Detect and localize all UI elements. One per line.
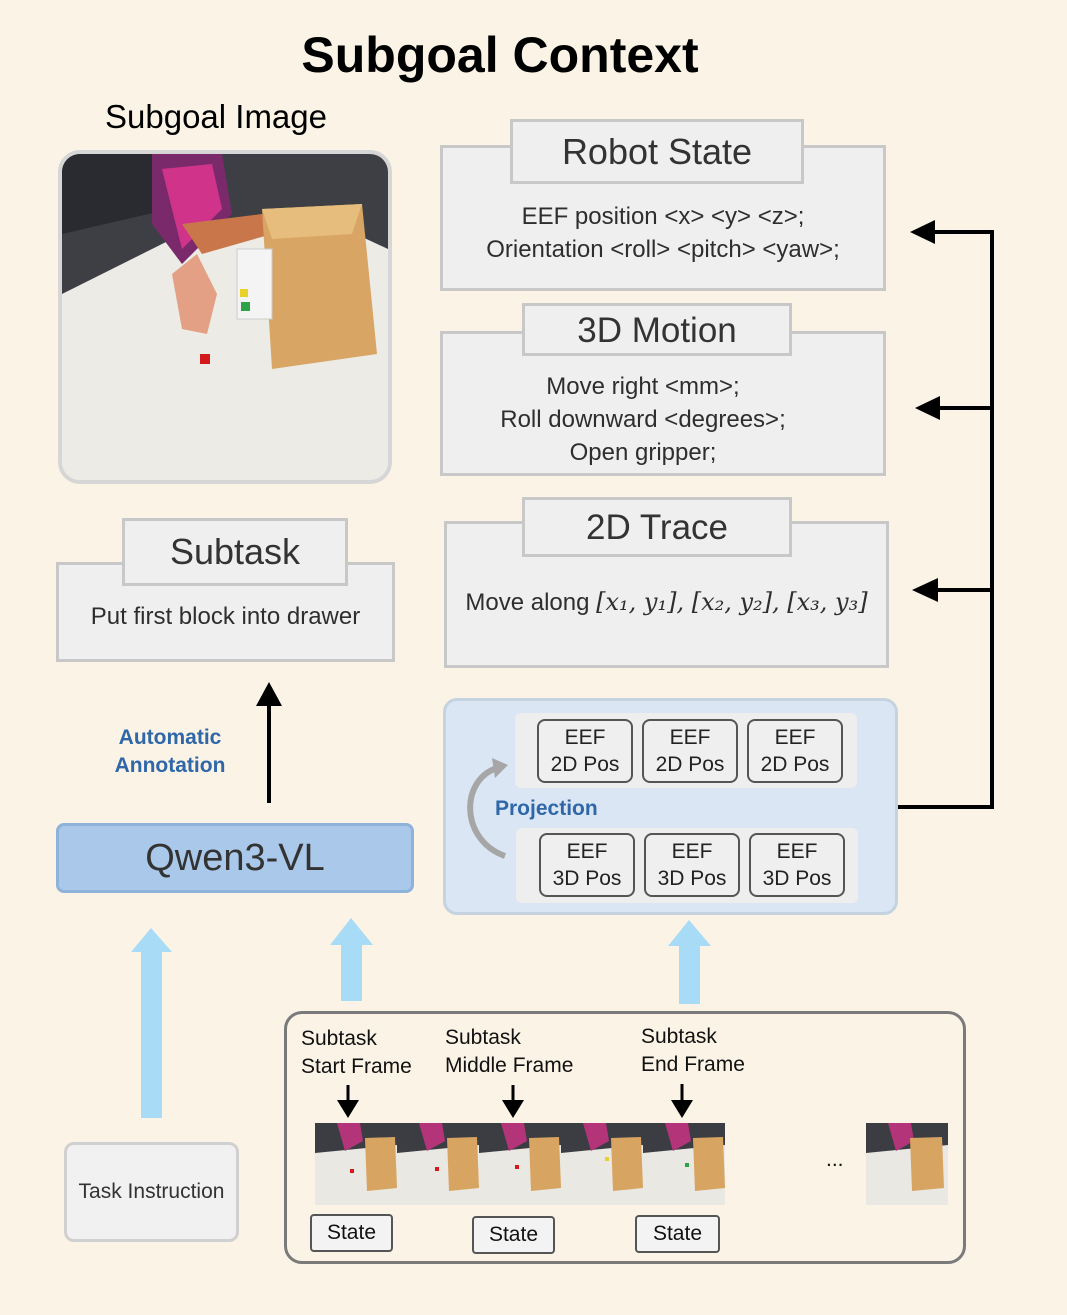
projection-label: Projection [495, 797, 598, 820]
state-middle: State [472, 1216, 555, 1254]
frame-ellipsis: ... [826, 1148, 844, 1171]
frame-strip-illustration [315, 1123, 725, 1205]
arrow-to-2d-trace [912, 578, 938, 602]
trace-2d-points: [x₁, y₁], [x₂, y₂], [x₃, y₃] [596, 588, 868, 616]
diagram-title: Subgoal Context [301, 27, 699, 83]
robot-state-line-2: Orientation <roll> <pitch> <yaw>; [486, 236, 840, 263]
trace-2d-prefix: Move along [465, 589, 597, 616]
robot-state-title: Robot State [510, 119, 804, 184]
frame-thumb-2 [397, 1123, 479, 1205]
state-end: State [635, 1215, 720, 1253]
subgoal-photo-illustration [62, 154, 388, 480]
motion-3d-line-2: Roll downward <degrees>; [500, 406, 786, 433]
frame-strip [315, 1123, 725, 1205]
frame-thumb-4 [561, 1123, 643, 1205]
subtask-title: Subtask [122, 518, 348, 586]
frame-thumb-5 [643, 1123, 725, 1205]
subtask-text: Put first block into drawer [90, 603, 361, 630]
motion-3d-line-3: Open gripper; [569, 439, 717, 466]
automatic-annotation-label: Automatic Annotation [100, 724, 240, 780]
frame-thumb-1 [315, 1123, 397, 1205]
annotation-line-1: Automatic [118, 726, 222, 749]
arrow-to-3d-motion [915, 396, 940, 420]
trace-2d-title: 2D Trace [522, 497, 792, 557]
subgoal-image [58, 150, 392, 484]
arrow-to-robot-state [910, 220, 935, 244]
motion-3d-line-1: Move right <mm>; [546, 373, 740, 400]
robot-state-line-1: EEF position <x> <y> <z>; [521, 203, 805, 230]
frame-thumb-last [866, 1123, 948, 1205]
subgoal-image-label: Subgoal Image [105, 98, 327, 135]
motion-3d-title: 3D Motion [522, 303, 792, 356]
annotation-line-2: Annotation [114, 754, 226, 777]
qwen-model-box: Qwen3-VL [56, 823, 414, 893]
feedback-connector [898, 230, 994, 809]
state-start: State [310, 1214, 393, 1252]
trace-2d-panel: Move along [x₁, y₁], [x₂, y₂], [x₃, y₃] [444, 521, 889, 668]
frames-box [284, 1011, 966, 1264]
frame-thumb-3 [479, 1123, 561, 1205]
task-instruction-box: Task Instruction [64, 1142, 239, 1242]
